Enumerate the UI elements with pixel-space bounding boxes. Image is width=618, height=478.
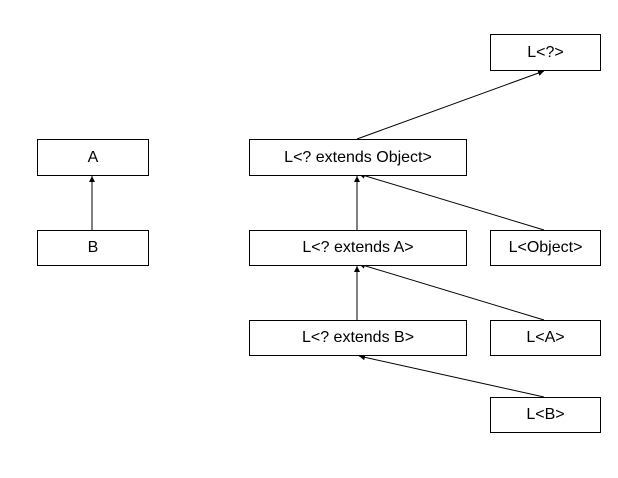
node-l-extends-a-label: L<? extends A>: [302, 239, 414, 256]
node-l-object-label: L<Object>: [508, 239, 583, 256]
node-l-extends-a: L<? extends A>: [249, 230, 467, 266]
arrow-l-a-to-l-extends-a: [358, 262, 545, 321]
node-l-b: L<B>: [490, 397, 601, 433]
node-l-extends-b-label: L<? extends B>: [301, 329, 415, 346]
node-b: B: [37, 230, 149, 266]
node-l-object: L<Object>: [490, 230, 601, 266]
node-a: A: [37, 139, 149, 176]
node-l-a-label: L<A>: [526, 329, 565, 346]
node-l-b-label: L<B>: [526, 406, 565, 423]
node-l-wildcard: L<?>: [490, 34, 601, 71]
node-l-wildcard-label: L<?>: [527, 43, 564, 61]
node-l-extends-b: L<? extends B>: [249, 320, 467, 356]
node-a-label: A: [87, 148, 99, 166]
node-l-extends-object-label: L<? extends Object>: [284, 148, 432, 166]
node-b-label: B: [87, 239, 99, 256]
arrow-l-extends-object-to-l-wildcard: [356, 70, 545, 140]
arrow-l-b-to-l-extends-b: [358, 354, 545, 398]
node-l-extends-object: L<? extends Object>: [249, 139, 467, 176]
node-l-a: L<A>: [490, 320, 601, 356]
arrow-l-object-to-l-extends-object: [358, 172, 545, 231]
